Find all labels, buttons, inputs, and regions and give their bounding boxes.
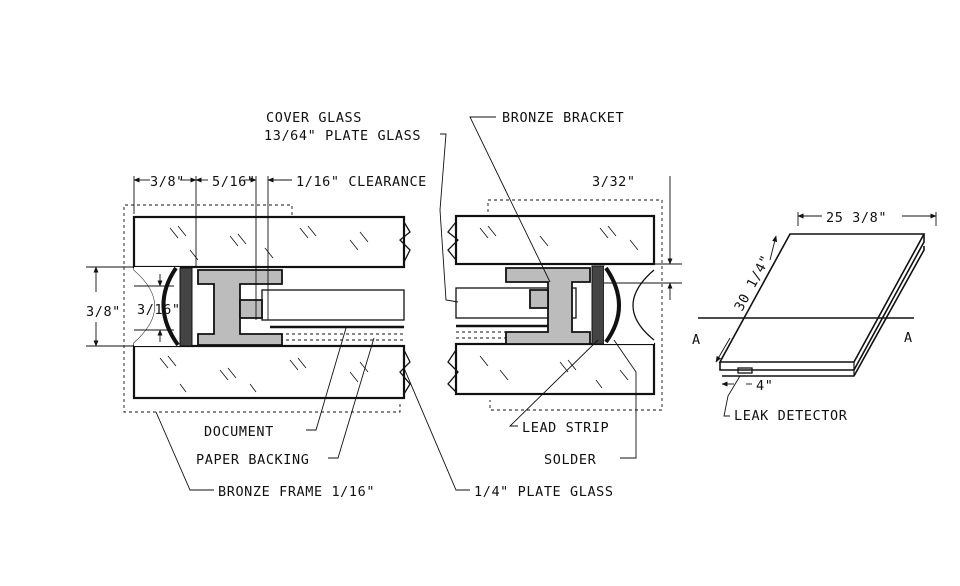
break-line-right-bottom: [447, 349, 459, 393]
text-labels: COVER GLASS 13/64" PLATE GLASS BRONZE BR…: [86, 110, 913, 500]
leak-detector-tab: [737, 367, 753, 374]
label-solder: SOLDER: [544, 452, 597, 468]
break-line-left-bottom: [399, 349, 411, 395]
label-bronze-bracket: BRONZE BRACKET: [502, 110, 624, 126]
label-dim-3-32: 3/32": [592, 174, 636, 190]
label-dim-5-16: 5/16": [212, 174, 256, 190]
label-section-a-right: A: [904, 330, 913, 346]
label-dim-25-3-8: 25 3/8": [826, 210, 887, 226]
paper-backing-left: [262, 333, 404, 341]
solder-curve-right: [632, 269, 655, 341]
label-cover-glass-2: 13/64" PLATE GLASS: [264, 128, 421, 144]
solder-fillet-right: [604, 266, 621, 344]
left-section: [123, 204, 411, 413]
bronze-frame-outline-right: [487, 199, 663, 411]
label-leak-detector: LEAK DETECTOR: [734, 408, 848, 424]
label-document: DOCUMENT: [204, 424, 274, 440]
dimensions-left: [86, 176, 280, 347]
top-glass-left: [132, 215, 406, 269]
break-line-left-top: [399, 221, 411, 263]
break-line-right-top: [447, 221, 459, 261]
label-cover-glass-1: COVER GLASS: [266, 110, 362, 126]
label-dim-4: 4": [756, 378, 773, 394]
lead-strip-right: [591, 265, 605, 345]
middle-section: [447, 199, 663, 411]
cover-glass-right: [455, 287, 577, 319]
label-bronze-frame: BRONZE FRAME 1/16": [218, 484, 375, 500]
label-dim-3-8-top: 3/8": [150, 174, 185, 190]
bronze-frame-outline-left: [123, 204, 401, 413]
label-dim-3-16: 3/16": [137, 302, 181, 318]
label-dim-3-8-left: 3/8": [86, 304, 121, 320]
top-glass-right: [454, 214, 656, 266]
label-plate-glass: 1/4" PLATE GLASS: [474, 484, 614, 500]
label-paper-backing: PAPER BACKING: [196, 452, 309, 468]
label-section-a-left: A: [692, 332, 701, 348]
panel-edge-2: [722, 246, 925, 377]
cover-glass-left: [261, 289, 405, 321]
bottom-glass-right: [454, 342, 656, 396]
isometric-panel: [698, 212, 937, 417]
solder-fillet-left: [161, 266, 180, 347]
label-clearance: 1/16" CLEARANCE: [296, 174, 427, 190]
lead-strip-left: [179, 267, 193, 347]
label-lead-strip: LEAD STRIP: [522, 420, 609, 436]
leader-lines: [155, 116, 637, 491]
dimension-3-32: [604, 176, 682, 300]
glass-texture-left: [159, 225, 369, 393]
